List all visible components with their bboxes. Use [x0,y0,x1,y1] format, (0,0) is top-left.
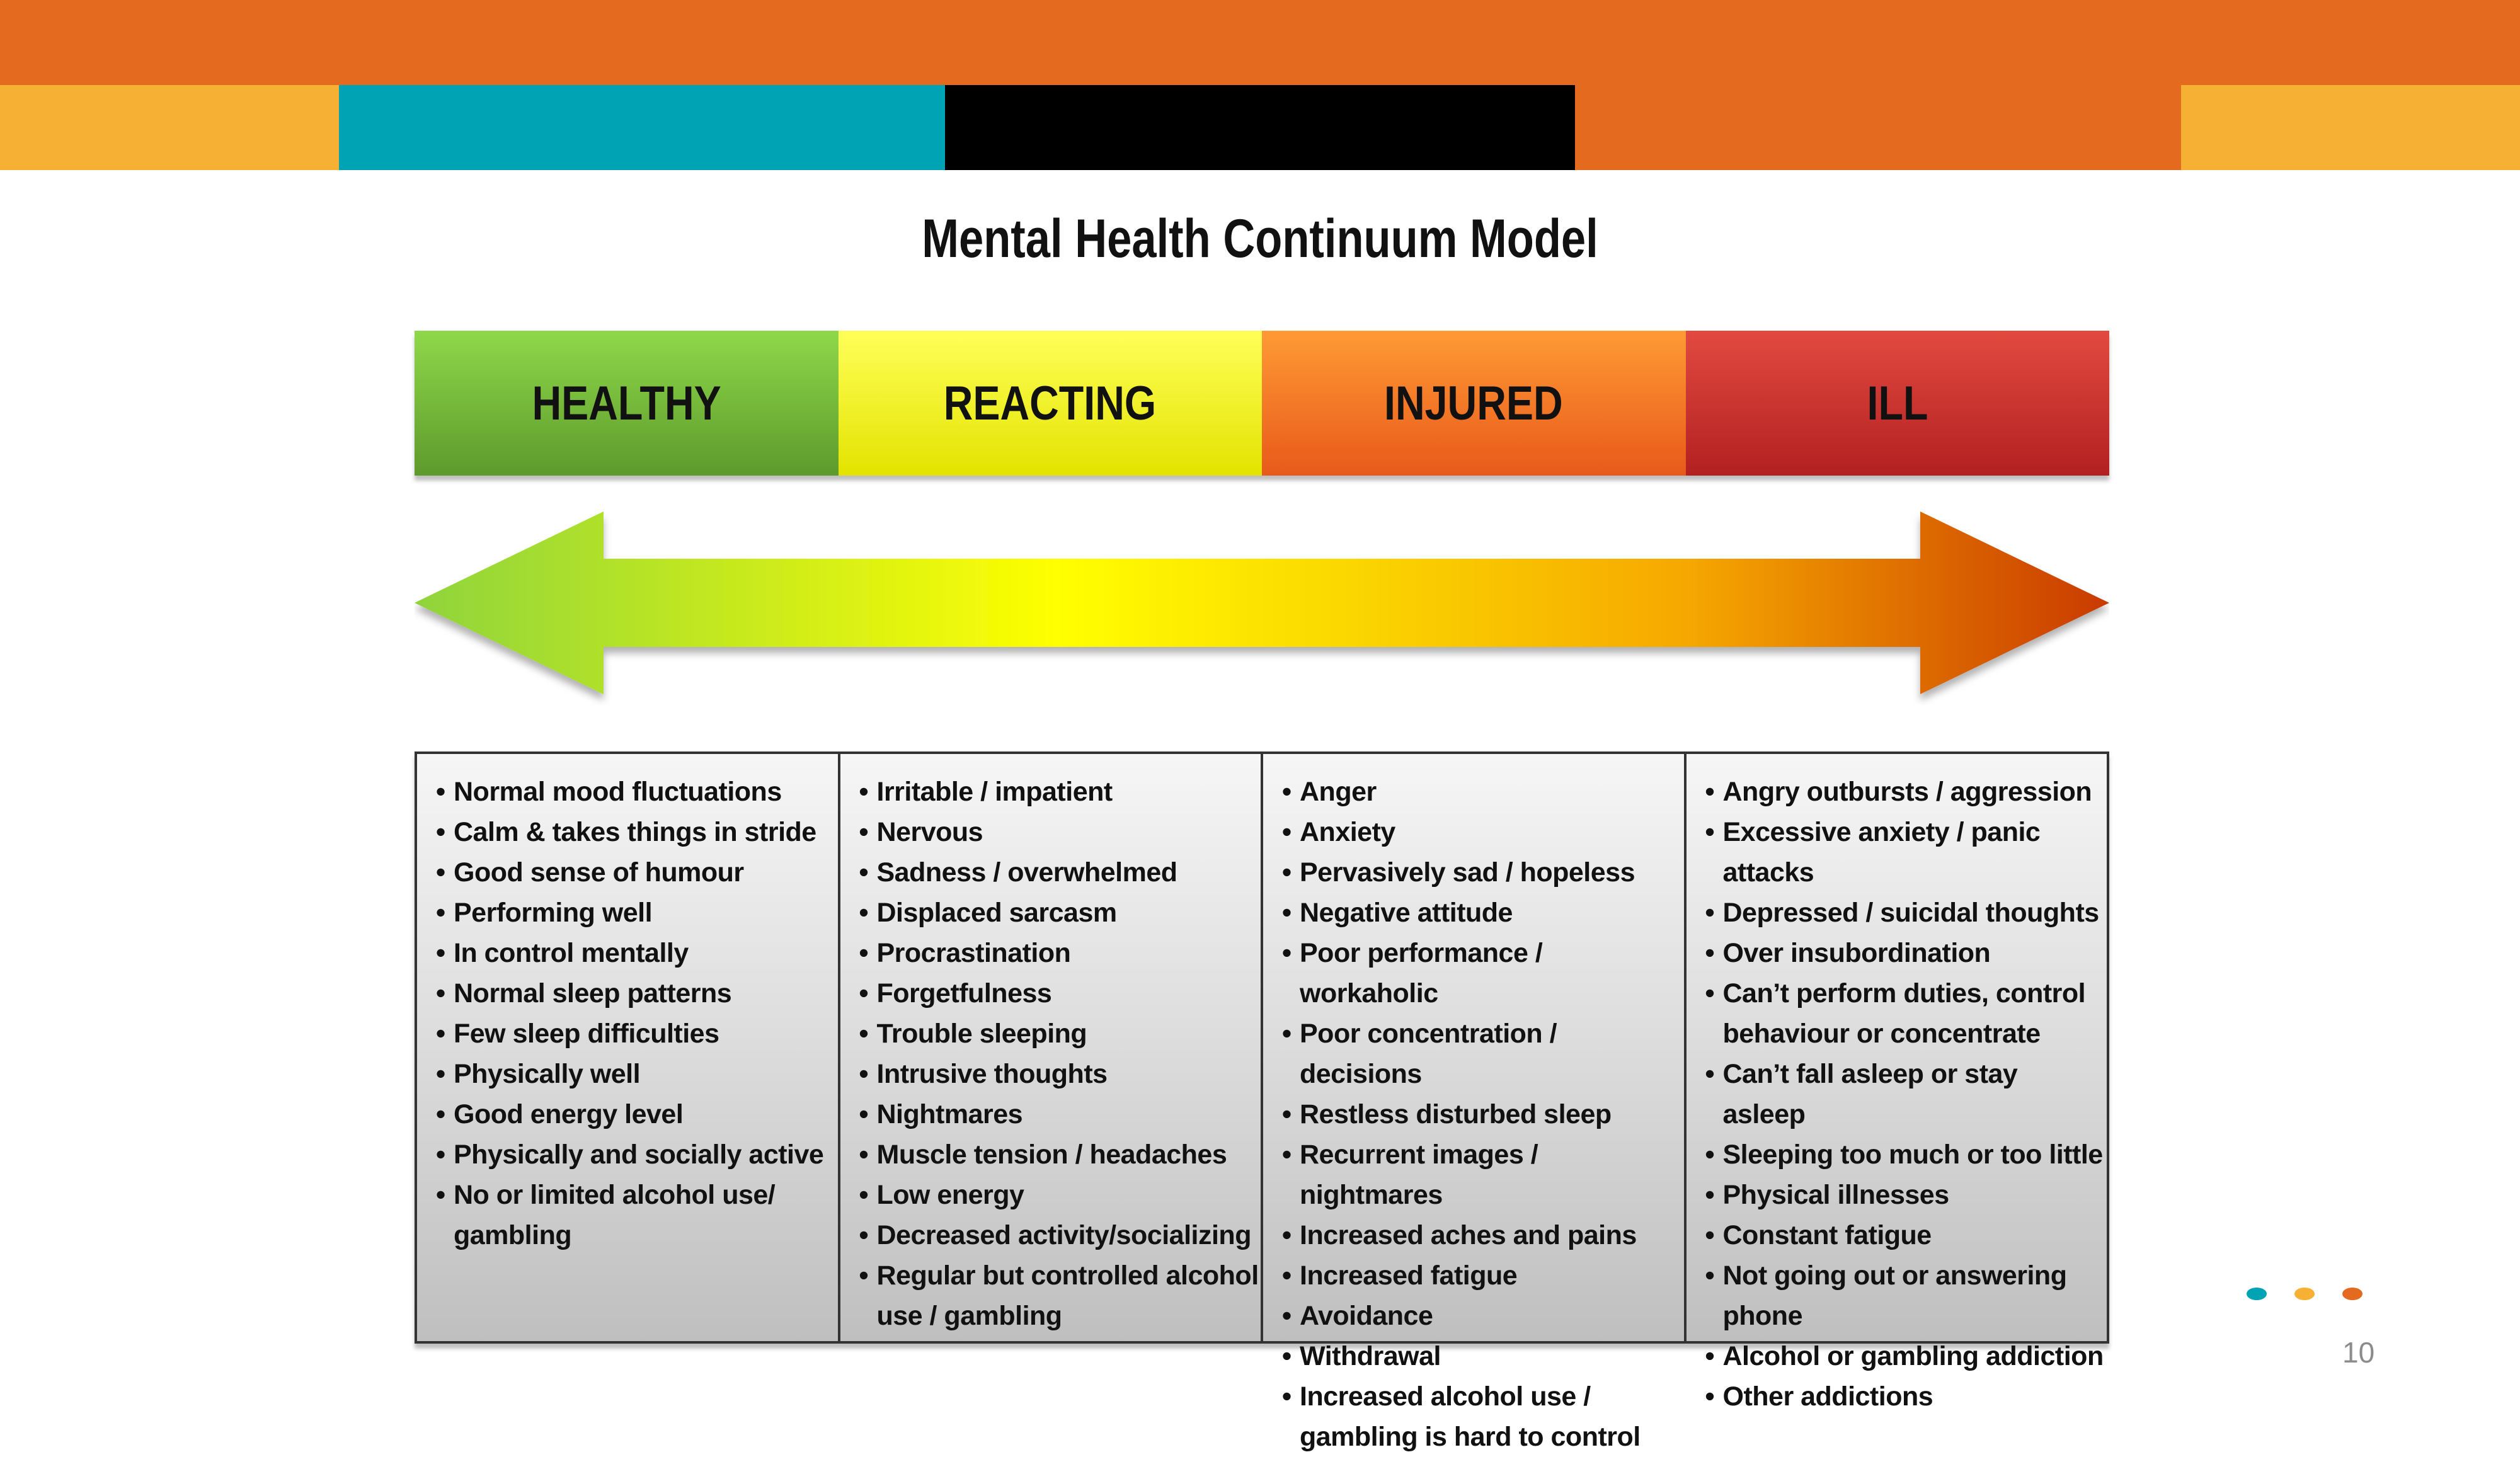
symptom-item: Displaced sarcasm [859,893,1261,933]
symptom-item: Not going out or answering phone [1705,1255,2107,1336]
arrow-shape [415,511,2109,694]
symptom-item: Nervous [859,812,1261,852]
stage-injured: INJURED [1262,331,1686,476]
symptom-item: No or limited alcohol use/ gambling [436,1175,838,1255]
column-healthy: Normal mood fluctuationsCalm & takes thi… [417,754,840,1341]
symptom-item: Physically well [436,1054,838,1094]
column-ill: Angry outbursts / aggressionExcessive an… [1687,754,2107,1412]
symptom-item: Intrusive thoughts [859,1054,1261,1094]
symptom-list: Irritable / impatientNervousSadness / ov… [859,772,1261,1336]
symptom-item: Poor performance / workaholic [1282,933,1684,1014]
symptom-item: Other addictions [1705,1376,2107,1417]
symptom-item: In control mentally [436,933,838,973]
symptom-list: Angry outbursts / aggressionExcessive an… [1705,772,2107,1417]
continuum-double-arrow-icon [415,511,2109,694]
symptom-item: Increased fatigue [1282,1255,1684,1296]
symptom-item: Recurrent images / nightmares [1282,1134,1684,1215]
symptom-item: Nightmares [859,1094,1261,1134]
symptom-item: Good sense of humour [436,852,838,893]
symptom-item: Sadness / overwhelmed [859,852,1261,893]
symptom-item: Performing well [436,893,838,933]
dot-icon [2342,1288,2362,1300]
slide-title: Mental Health Continuum Model [922,209,1598,269]
symptom-item: Angry outbursts / aggression [1705,772,2107,812]
symptom-item: Muscle tension / headaches [859,1134,1261,1175]
stage-header-row: HEALTHY REACTING INJURED ILL [415,331,2109,476]
stage-ill: ILL [1685,331,2109,476]
symptom-item: Over insubordination [1705,933,2107,973]
symptom-item: Regular but controlled alcohol use / gam… [859,1255,1261,1336]
symptom-item: Irritable / impatient [859,772,1261,812]
symptom-item: Physically and socially active [436,1134,838,1175]
header-segment-yellow-left [0,85,339,170]
stage-label: ILL [1867,376,1928,430]
header-segment-yellow-right [2181,85,2520,170]
symptom-item: Negative attitude [1282,893,1684,933]
symptom-list: Normal mood fluctuationsCalm & takes thi… [436,772,838,1255]
dot-icon [2294,1288,2315,1300]
symptom-item: Pervasively sad / hopeless [1282,852,1684,893]
symptom-item: Poor concentration / decisions [1282,1014,1684,1094]
symptom-item: Can’t perform duties, control behaviour … [1705,973,2107,1054]
symptom-item: Depressed / suicidal thoughts [1705,893,2107,933]
symptom-item: Procrastination [859,933,1261,973]
symptom-item: Increased alcohol use / gambling is hard… [1282,1376,1684,1457]
header-segment-black [945,85,1575,170]
symptom-item: Decreased activity/socializing [859,1215,1261,1255]
symptom-item: Normal mood fluctuations [436,772,838,812]
stage-label: REACTING [944,376,1157,430]
header-segment-teal [339,85,945,170]
symptom-item: Anger [1282,772,1684,812]
stage-healthy: HEALTHY [415,331,839,476]
stage-label: INJURED [1384,376,1564,430]
symptom-item: Physical illnesses [1705,1175,2107,1215]
symptom-item: Withdrawal [1282,1336,1684,1376]
stage-reacting: REACTING [838,331,1262,476]
symptom-item: Alcohol or gambling addiction [1705,1336,2107,1376]
column-reacting: Irritable / impatientNervousSadness / ov… [840,754,1263,1341]
dot-icon [2247,1288,2267,1300]
symptom-item: Excessive anxiety / panic attacks [1705,812,2107,893]
symptom-item: Low energy [859,1175,1261,1215]
symptom-item: Sleeping too much or too little [1705,1134,2107,1175]
stage-label: HEALTHY [532,376,721,430]
symptom-item: Constant fatigue [1705,1215,2107,1255]
decorative-dots [2247,1288,2362,1300]
symptom-item: Few sleep difficulties [436,1014,838,1054]
symptom-table: Normal mood fluctuationsCalm & takes thi… [415,751,2109,1452]
symptom-item: Avoidance [1282,1296,1684,1336]
symptom-list: AngerAnxietyPervasively sad / hopelessNe… [1282,772,1684,1457]
symptom-item: Increased aches and pains [1282,1215,1684,1255]
symptom-item: Calm & takes things in stride [436,812,838,852]
symptom-item: Restless disturbed sleep [1282,1094,1684,1134]
symptom-item: Can’t fall asleep or stay asleep [1705,1054,2107,1134]
page-number: 10 [2342,1336,2375,1369]
header-band [0,0,2520,85]
header-segment-orange [1575,85,2181,170]
symptom-item: Good energy level [436,1094,838,1134]
symptom-item: Normal sleep patterns [436,973,838,1014]
symptom-item: Anxiety [1282,812,1684,852]
symptom-item: Trouble sleeping [859,1014,1261,1054]
column-injured: AngerAnxietyPervasively sad / hopelessNe… [1263,754,1687,1452]
symptom-item: Forgetfulness [859,973,1261,1014]
